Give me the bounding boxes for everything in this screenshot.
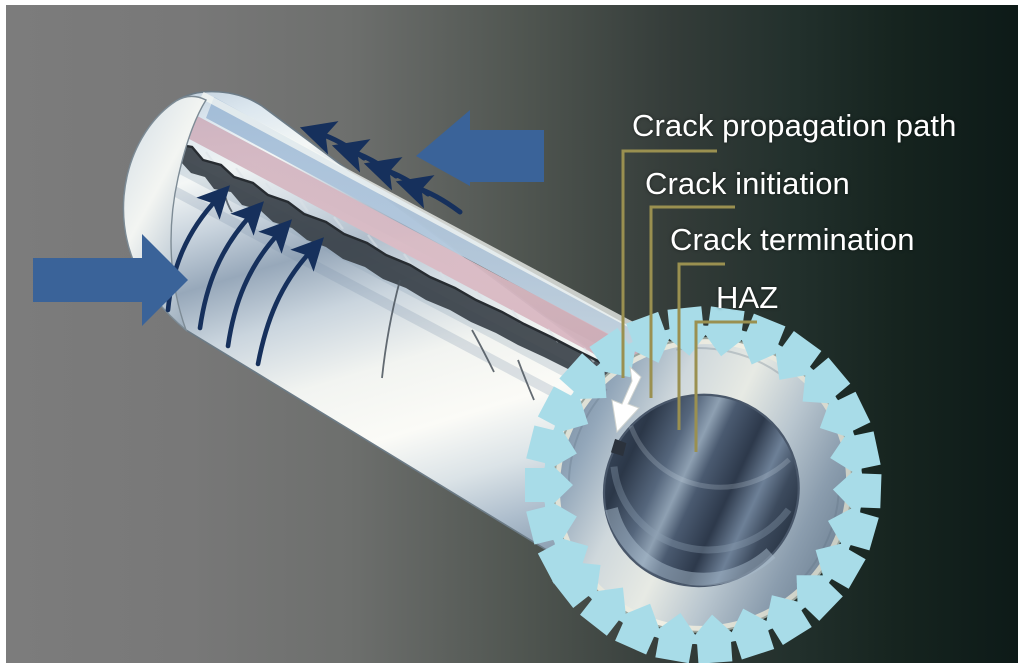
pressure-arrow-left bbox=[33, 234, 188, 326]
crack-mouth bbox=[610, 438, 627, 457]
label-crack-termination: Crack termination bbox=[670, 222, 915, 257]
leader-crack-initiation bbox=[649, 205, 735, 398]
leader-haz bbox=[694, 320, 757, 452]
leader-crack-propagation-path bbox=[621, 149, 717, 378]
pressure-arrow-right bbox=[416, 110, 544, 186]
label-crack-initiation: Crack initiation bbox=[645, 166, 850, 201]
crack-initiation-pointer bbox=[611, 365, 642, 434]
label-haz: HAZ bbox=[716, 280, 779, 315]
crack-tip-chevrons bbox=[299, 121, 463, 215]
radial-stress-arrows bbox=[525, 306, 882, 663]
label-crack-propagation-path: Crack propagation path bbox=[632, 108, 957, 143]
leader-crack-termination bbox=[677, 262, 725, 430]
leader-lines bbox=[621, 149, 757, 452]
